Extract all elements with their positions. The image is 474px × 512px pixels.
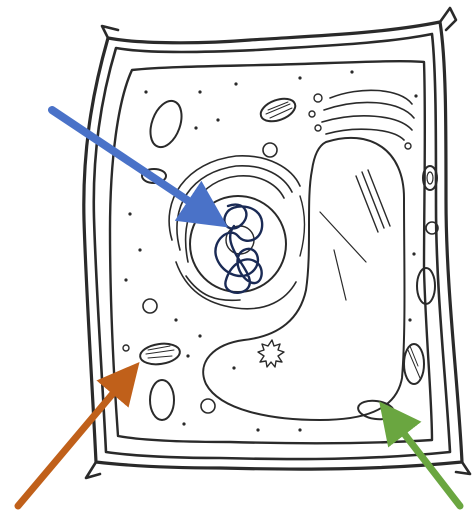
cell-membrane bbox=[110, 61, 432, 443]
arrow-orange bbox=[18, 378, 126, 506]
cell-wall bbox=[84, 8, 470, 478]
plastid-ovals bbox=[142, 97, 437, 420]
vesicles bbox=[123, 143, 438, 413]
chloroplast-right bbox=[404, 344, 424, 384]
chloroplast-top bbox=[258, 94, 299, 125]
central-vacuole bbox=[203, 138, 404, 420]
ribosomes bbox=[124, 70, 417, 431]
arrow-blue bbox=[52, 110, 208, 214]
chloroplast-left bbox=[139, 341, 181, 366]
golgi-apparatus bbox=[309, 90, 414, 149]
chromatin bbox=[215, 205, 262, 293]
